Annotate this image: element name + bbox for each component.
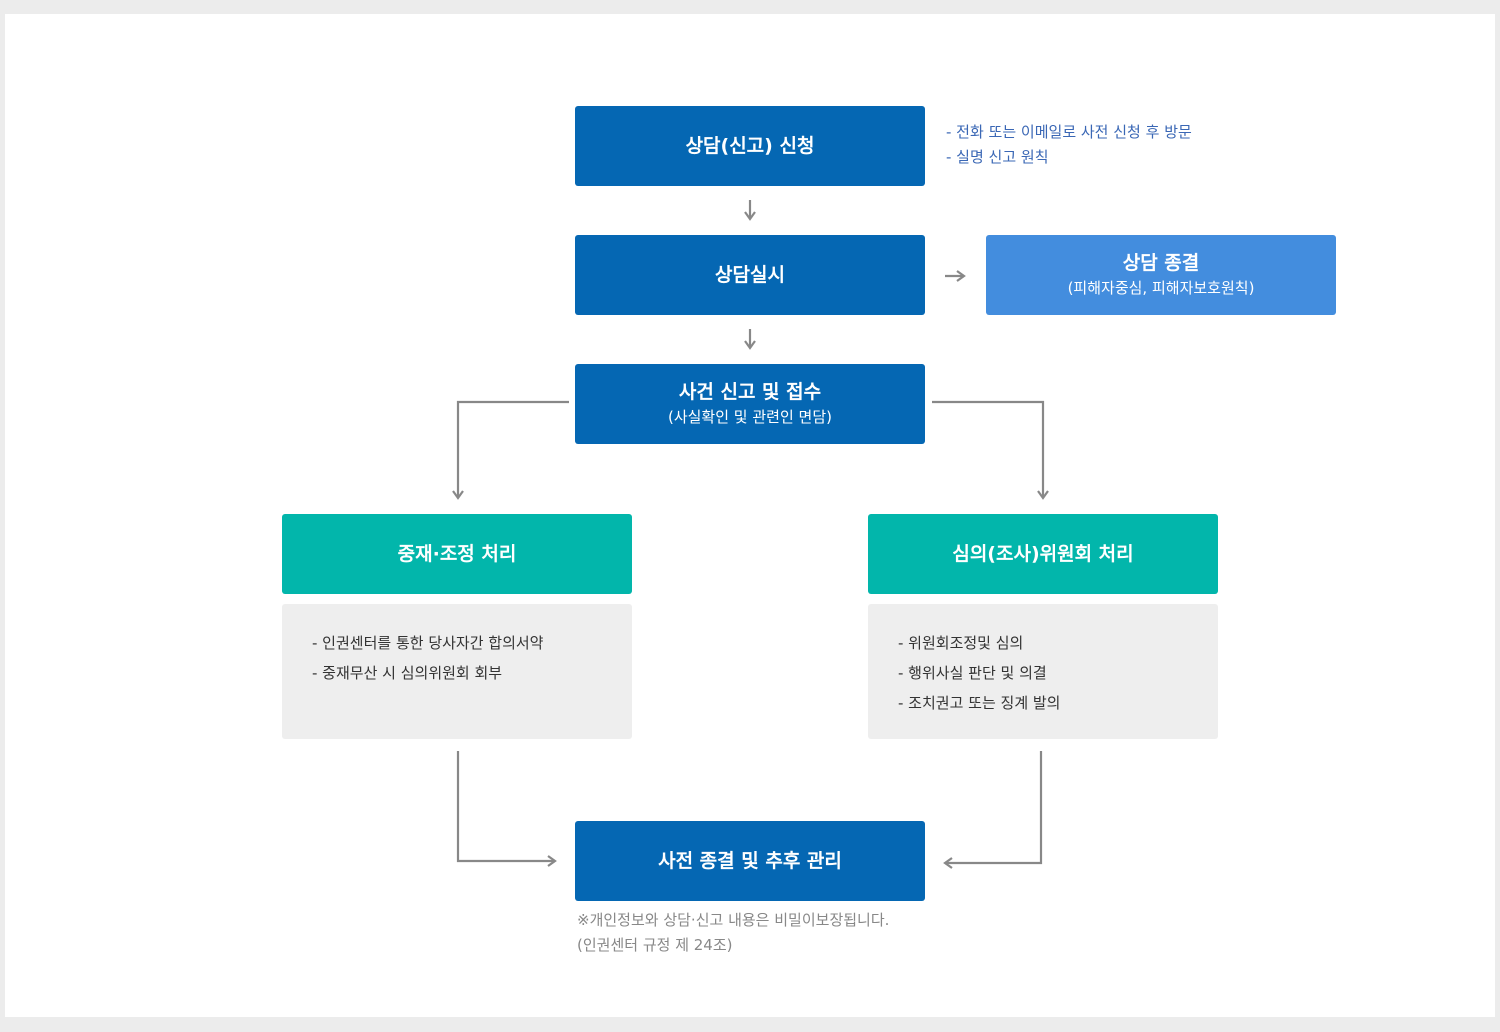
node-counsel-end-title: 상담 종결 xyxy=(1122,251,1200,274)
mediation-item-1: - 인권센터를 통한 당사자간 합의서약 xyxy=(312,634,544,652)
node-mediation: 중재·조정 처리 xyxy=(282,514,632,594)
mediation-detail-panel: - 인권센터를 통한 당사자간 합의서약 - 중재무산 시 심의위원회 회부 xyxy=(282,604,632,739)
node-committee: 심의(조사)위원회 처리 xyxy=(868,514,1218,594)
node-closing: 사전 종결 및 추후 관리 xyxy=(575,821,925,901)
committee-item-1: - 위원회조정및 심의 xyxy=(898,634,1024,652)
node-report-title: 사건 신고 및 접수 xyxy=(678,380,822,403)
node-report: 사건 신고 및 접수 (사실확인 및 관련인 면담) xyxy=(575,364,925,444)
apply-note-1: - 전화 또는 이메일로 사전 신청 후 방문 xyxy=(946,123,1192,141)
node-apply-label: 상담(신고) 신청 xyxy=(685,134,815,157)
arrow-report-to-committee xyxy=(932,400,1049,500)
node-counsel-end: 상담 종결 (피해자중심, 피해자보호원칙) xyxy=(986,235,1336,315)
node-committee-title: 심의(조사)위원회 처리 xyxy=(952,542,1134,565)
node-counsel: 상담실시 xyxy=(575,235,925,315)
footnote: ※개인정보와 상담·신고 내용은 비밀이보장됩니다. (인권센터 규정 제 24… xyxy=(577,908,889,958)
committee-item-3: - 조치권고 또는 징계 발의 xyxy=(898,694,1061,712)
committee-item-2: - 행위사실 판단 및 의결 xyxy=(898,664,1047,682)
arrow-report-to-mediation xyxy=(452,400,569,500)
apply-notes: - 전화 또는 이메일로 사전 신청 후 방문 - 실명 신고 원칙 xyxy=(946,120,1192,170)
footnote-line-1: ※개인정보와 상담·신고 내용은 비밀이보장됩니다. xyxy=(577,911,890,929)
node-apply: 상담(신고) 신청 xyxy=(575,106,925,186)
mediation-item-2: - 중재무산 시 심의위원회 회부 xyxy=(312,664,503,682)
committee-detail-panel: - 위원회조정및 심의 - 행위사실 판단 및 의결 - 조치권고 또는 징계 … xyxy=(868,604,1218,739)
footnote-line-2: (인권센터 규정 제 24조) xyxy=(577,936,733,954)
node-counsel-label: 상담실시 xyxy=(715,263,785,286)
apply-note-2: - 실명 신고 원칙 xyxy=(946,148,1049,166)
arrow-mediation-to-closing xyxy=(456,751,557,867)
arrow-committee-to-closing xyxy=(943,751,1043,869)
node-closing-label: 사전 종결 및 추후 관리 xyxy=(658,849,842,872)
node-mediation-title: 중재·조정 처리 xyxy=(397,542,517,565)
node-report-sub: (사실확인 및 관련인 면담) xyxy=(667,407,832,426)
node-counsel-end-sub: (피해자중심, 피해자보호원칙) xyxy=(1067,278,1255,297)
